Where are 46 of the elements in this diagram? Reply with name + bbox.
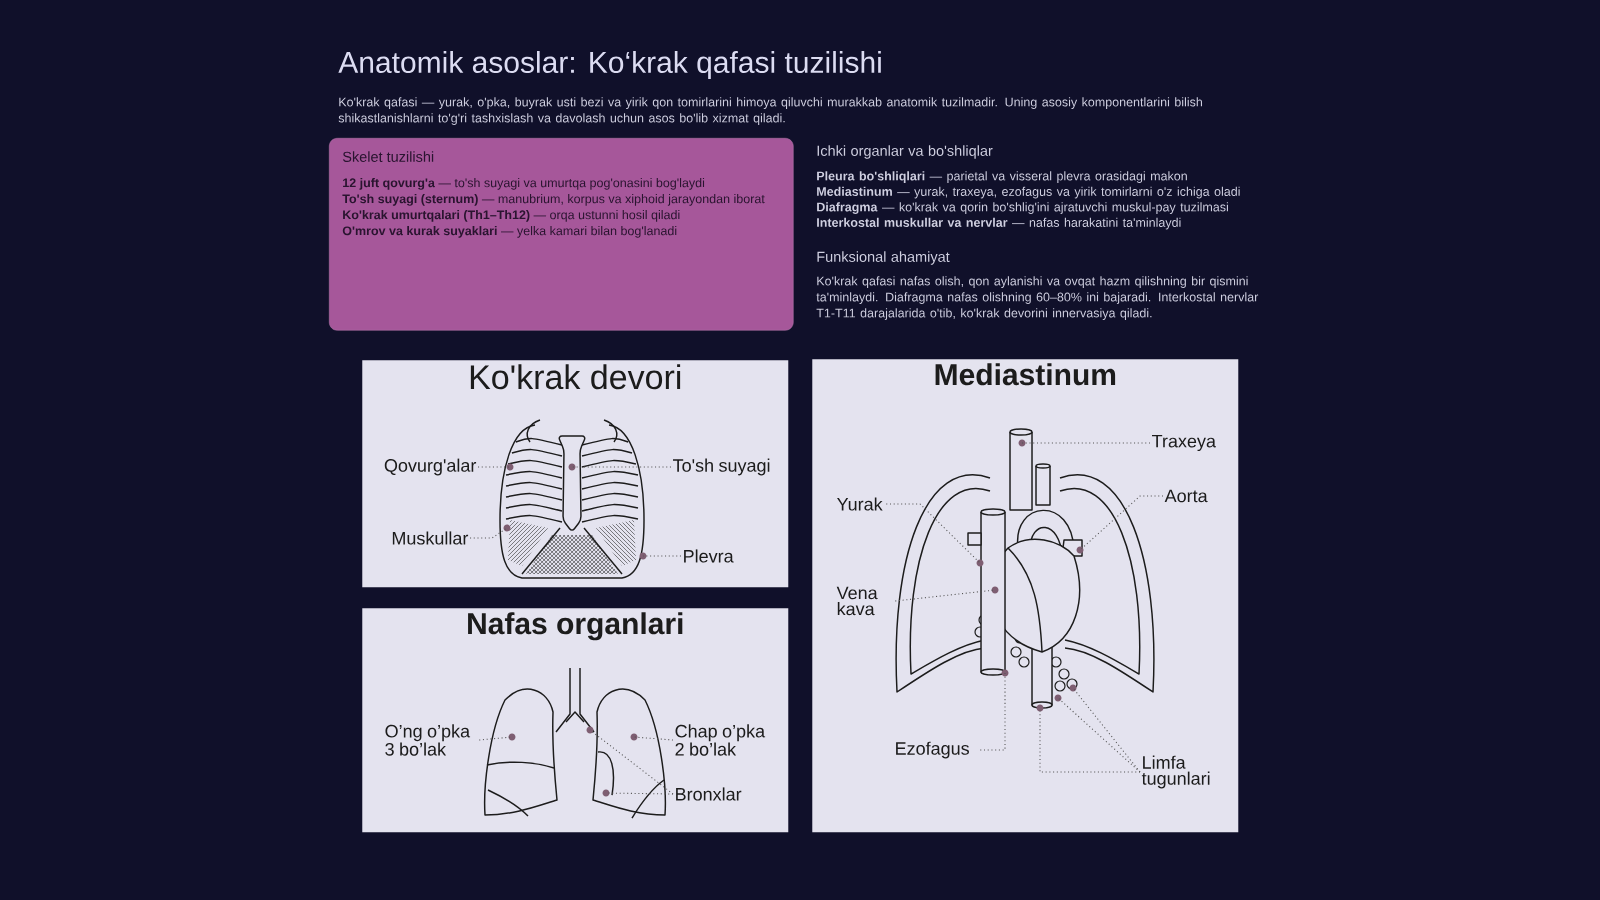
list-item: O'mrov va kurak suyaklari — yelka kamari bilan bog'lanadi <box>342 226 677 238</box>
panel-heading: Nafas organlari <box>468 612 683 641</box>
callout-label: Aorta <box>1164 489 1208 503</box>
list-item: Mediastinum — yurak, traxeya, ezofagus va yirik tomirlarni o'z ichiga oladi <box>817 186 1240 199</box>
callout-label: Ezofagus <box>896 741 969 759</box>
leader-line <box>469 527 508 539</box>
info-card <box>329 138 794 331</box>
panel-heading: Mediastinum <box>935 363 1116 386</box>
leader-line <box>589 729 674 795</box>
list-item: Diafragma — ko'krak va qorin bo'shlig'ini ajratuvchi muskul-pay tuzilmasi <box>817 202 1228 214</box>
section-heading: Funksional ahamiyat <box>817 251 950 265</box>
leader-line <box>478 736 513 741</box>
panel-heading: Ko'krak devori <box>470 364 681 390</box>
leader-line <box>885 503 981 564</box>
leader-line <box>633 736 674 741</box>
callout-label: Limfa tugunlari <box>1141 755 1210 789</box>
callout-label: O’ng o’pka 3 bo’lak <box>385 724 471 756</box>
card-heading: Skelet tuzilishi <box>342 151 434 162</box>
list-item: 12 juft qovurg'a — to'sh suyagi va umurtqa pog'onasini bog'laydi <box>343 178 705 190</box>
callout-label: Traxeya <box>1152 434 1216 452</box>
list-item: Interkostal muskullar va nervlar — nafas harakatini ta'minlaydi <box>817 217 1181 230</box>
slide-title: Anatomik asoslar: Ko‘krak qafasi tuzilishi <box>338 51 881 79</box>
leader-line <box>1057 697 1141 773</box>
callout-label: Bronxlar <box>676 787 742 801</box>
rib-cage-drawing <box>503 435 647 575</box>
callout-label: Yurak <box>837 497 883 511</box>
leader-line <box>894 589 996 602</box>
leader-line <box>1072 687 1141 773</box>
callout-label: To'sh suyagi <box>673 458 770 476</box>
callout-label: Chap o’pka 2 bo’lak <box>675 724 766 756</box>
callout-label: Qovurg'alar <box>384 458 477 476</box>
body-paragraph: Ko'krak qafasi nafas olish, qon aylanishi va ovqat hazm qilishning bir qismini ta'minlaydi. Diafragma nafas olishning 60–80% ini bajaradi. Interkostal nervlar T1-T11 darajalarida o'tib, ko'krak devorini innervasiya qiladi. <box>816 276 1259 320</box>
leader-line <box>605 792 674 795</box>
callout-label: Vena kava <box>836 586 878 616</box>
section-heading: Ichki organlar va bo'shliqlar <box>817 145 993 159</box>
intro-paragraph: Ko'krak qafasi — yurak, o'pka, buyrak usti bezi va yirik qon tomirlarini himoya qiluvchi murakkab anatomik tuzilmadir. Uning asosiy komponentlarini bilish shikastlanishlarni to'g'ri tashxislash va davolash uchun asos bo'lib xizmat qiladi. <box>338 97 1202 125</box>
callout-label: Muskullar <box>392 531 469 545</box>
leader-line <box>1039 707 1141 773</box>
leader-line <box>642 555 682 557</box>
list-item: Pleura bo'shliqlari — parietal va visseral plevra orasidagi makon <box>817 171 1187 183</box>
list-item: To'sh suyagi (sternum) — manubrium, korpus va xiphoid jarayondan iborat <box>342 194 765 206</box>
leader-line <box>1079 495 1164 551</box>
lungs-drawing <box>483 667 667 819</box>
list-item: Ko'krak umurtqalari (Th1–Th12) — orqa ustunni hosil qiladi <box>343 210 680 222</box>
figure-panel <box>812 359 1239 833</box>
callout-label: Plevra <box>684 549 734 563</box>
